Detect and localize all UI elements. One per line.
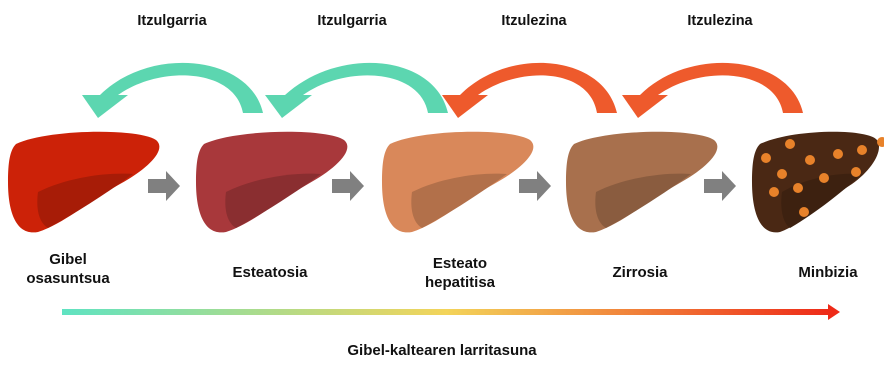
transition-label-2: Itzulgarria [292, 13, 412, 29]
severity-axis-label: Gibel-kaltearen larritasuna [0, 342, 884, 359]
stage-label-cancer: Minbizia [778, 263, 878, 282]
stage-label-healthy: Gibel osasuntsua [18, 250, 118, 288]
stage-label-steatohepatitis: Esteato hepatitisa [405, 254, 515, 292]
stage-label-cirrhosis: Zirrosia [585, 263, 695, 282]
transition-label-3: Itzulezina [474, 13, 594, 29]
transition-arrow-3 [442, 63, 617, 118]
step-arrow-1 [148, 171, 180, 201]
step-arrow-2 [332, 171, 364, 201]
liver-steatohepatitis [382, 132, 533, 233]
step-arrow-3 [519, 171, 551, 201]
transition-label-1: Itzulgarria [112, 13, 232, 29]
transition-arrow-1 [82, 63, 263, 118]
transition-label-4: Itzulezina [660, 13, 780, 29]
severity-gradient-arrow [62, 304, 840, 320]
transition-arrow-4 [622, 63, 803, 118]
liver-cirrhosis [566, 132, 717, 233]
step-arrow-4 [704, 171, 736, 201]
liver-steatosis [196, 132, 347, 233]
liver-cancer [752, 132, 884, 233]
transition-arrow-2 [265, 63, 448, 118]
stage-label-steatosis: Esteatosia [215, 263, 325, 282]
liver-healthy [8, 132, 159, 233]
